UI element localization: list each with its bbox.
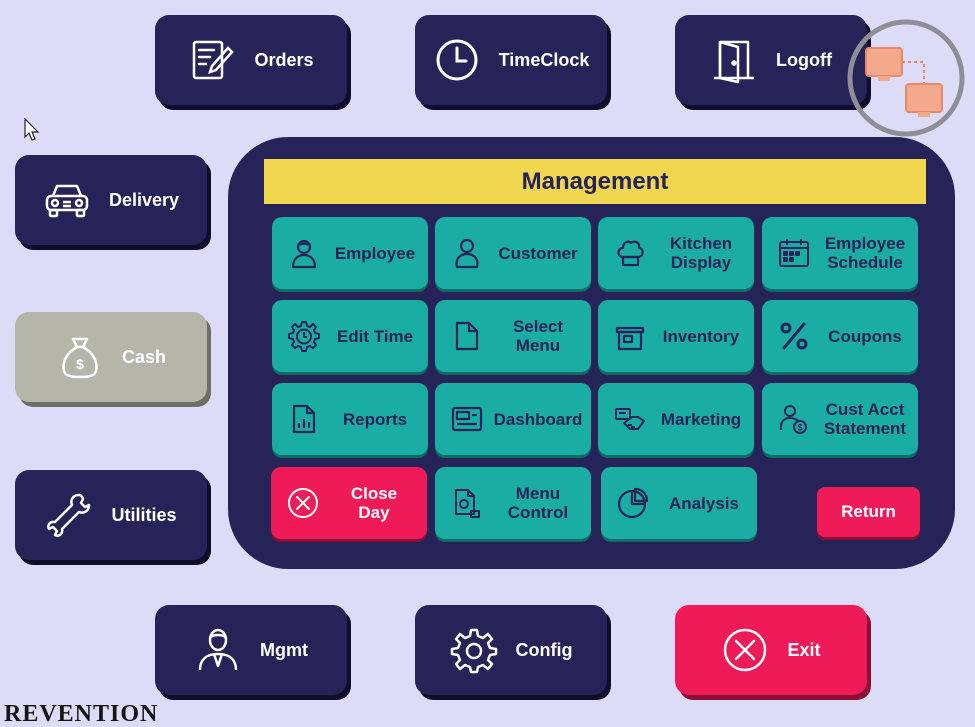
door-icon <box>714 40 755 84</box>
kitchen-display-label: Kitchen Display <box>669 234 733 272</box>
svg-text:$: $ <box>76 356 84 372</box>
close-circle-icon <box>288 488 318 518</box>
config-button[interactable]: Config <box>415 605 607 695</box>
brand-logo: REVENTION <box>4 701 159 727</box>
timeclock-label: TimeClock <box>498 49 590 70</box>
delivery-button[interactable]: Delivery <box>15 155 207 245</box>
config-label: Config <box>515 639 573 660</box>
clock-icon <box>436 39 478 81</box>
select-menu-label: Select Menu <box>512 317 564 355</box>
logoff-button[interactable]: Logoff <box>675 15 867 105</box>
mgmt-button[interactable]: Mgmt <box>155 605 347 695</box>
timeclock-button[interactable]: TimeClock <box>415 15 607 105</box>
gear-icon <box>450 628 497 674</box>
employee-tile[interactable]: Employee <box>272 217 428 289</box>
coupons-label: Coupons <box>828 326 902 346</box>
mgmt-label: Mgmt <box>260 639 308 660</box>
edit-time-tile[interactable]: Edit Time <box>272 300 428 372</box>
car-icon <box>45 184 89 218</box>
utilities-label: Utilities <box>111 504 177 525</box>
panel-title: Management <box>264 159 926 204</box>
exit-label: Exit <box>787 639 821 660</box>
document-icon <box>455 321 479 351</box>
svg-text:$: $ <box>797 423 802 433</box>
reports-label: Reports <box>342 409 408 429</box>
reports-tile[interactable]: Reports <box>272 383 428 455</box>
customer-icon <box>455 238 479 269</box>
orders-button[interactable]: Orders <box>155 15 347 105</box>
customer-tile[interactable]: Customer <box>435 217 591 289</box>
marketing-tile[interactable]: Marketing <box>598 383 754 455</box>
exit-button[interactable]: Exit <box>675 605 867 695</box>
analysis-tile[interactable]: Analysis <box>601 467 757 539</box>
money-bag-icon: $ <box>62 337 98 379</box>
close-circle-icon <box>724 628 767 672</box>
kitchen-display-tile[interactable]: Kitchen Display <box>598 217 754 289</box>
inventory-label: Inventory <box>662 326 740 346</box>
cash-label: Cash <box>121 346 166 367</box>
select-menu-tile[interactable]: Select Menu <box>435 300 591 372</box>
gear-clock-icon <box>288 321 320 352</box>
close-day-label: Close Day <box>350 484 398 522</box>
manager-icon <box>198 628 238 671</box>
customer-label: Customer <box>498 243 578 263</box>
account-statement-icon: $ <box>779 405 807 434</box>
utilities-button[interactable]: Utilities <box>15 470 207 560</box>
wrench-icon <box>47 493 91 537</box>
cust-acct-statement-label: Cust Acct Statement <box>823 400 907 438</box>
calendar-icon <box>779 239 809 267</box>
menu-control-tile[interactable]: Menu Control <box>435 467 591 539</box>
marketing-label: Marketing <box>660 409 742 429</box>
percent-icon <box>780 322 808 350</box>
employee-schedule-label: Employee Schedule <box>824 234 906 272</box>
analysis-label: Analysis <box>669 493 739 513</box>
orders-label: Orders <box>254 49 314 70</box>
return-button[interactable]: Return <box>817 487 920 537</box>
edit-time-label: Edit Time <box>336 326 414 346</box>
coupons-tile[interactable]: Coupons <box>762 300 918 372</box>
handshake-icon <box>615 408 645 430</box>
employee-label: Employee <box>334 243 416 263</box>
menu-control-icon <box>455 489 480 518</box>
employee-schedule-tile[interactable]: Employee Schedule <box>762 217 918 289</box>
dashboard-label: Dashboard <box>493 409 583 429</box>
delivery-label: Delivery <box>108 189 180 210</box>
dashboard-icon <box>451 406 483 432</box>
dashboard-tile[interactable]: Dashboard <box>435 383 591 455</box>
cash-button[interactable]: $ Cash <box>15 312 207 402</box>
person-icon <box>291 239 317 269</box>
report-icon <box>292 404 316 434</box>
logoff-label: Logoff <box>776 49 832 70</box>
inventory-tile[interactable]: Inventory <box>598 300 754 372</box>
close-day-tile[interactable]: Close Day <box>271 467 427 539</box>
pie-chart-icon <box>617 487 649 519</box>
management-panel: Management Employee Customer Kitchen Dis… <box>228 137 955 569</box>
chef-hat-icon <box>617 240 644 267</box>
edit-document-icon <box>193 40 235 80</box>
network-status-icon <box>847 19 965 137</box>
box-icon <box>615 326 645 351</box>
mouse-cursor-icon <box>24 118 40 141</box>
menu-control-label: Menu Control <box>507 484 569 522</box>
cust-acct-statement-tile[interactable]: $ Cust Acct Statement <box>762 383 918 455</box>
